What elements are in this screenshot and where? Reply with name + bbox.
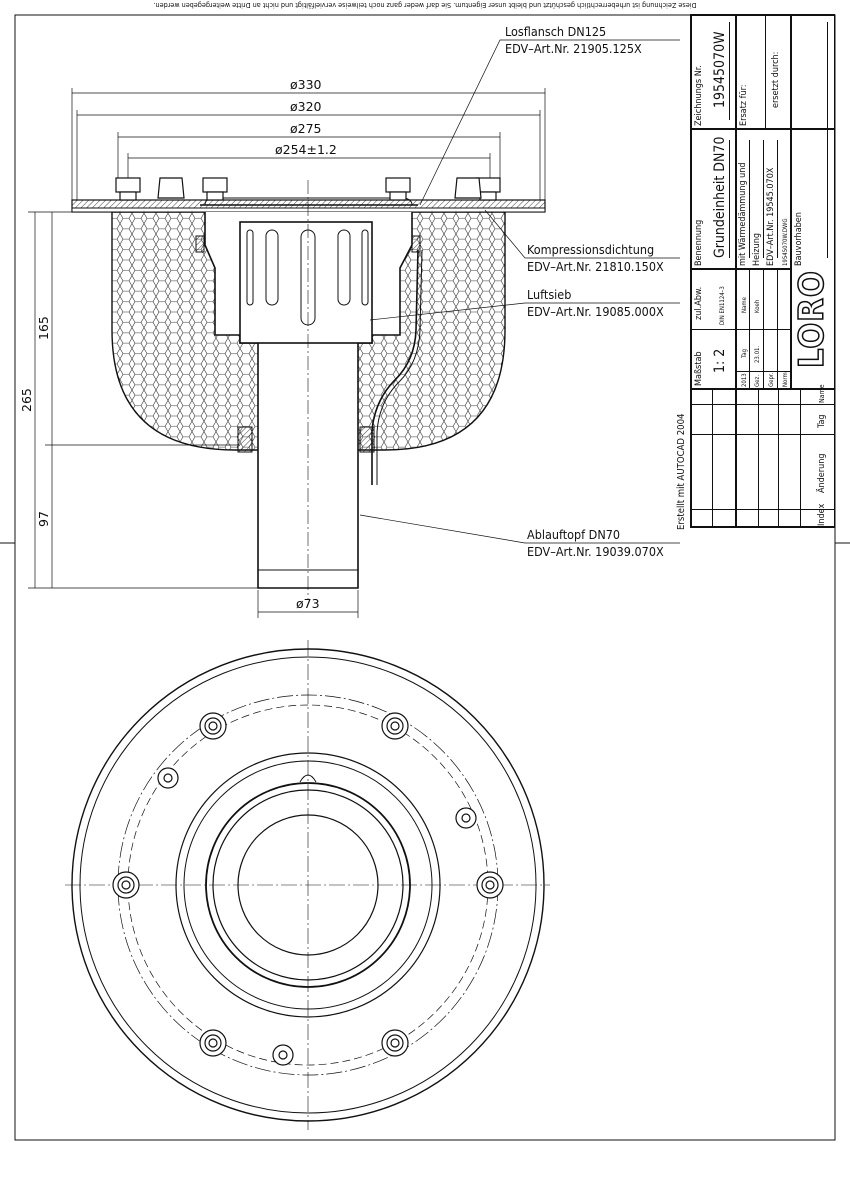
tag-column: Tag [741,348,748,358]
sheet-frame [14,14,836,1141]
dimension-lines [28,39,680,618]
norm-label: Norm. [782,370,789,387]
gez-label: Gez. [754,374,761,387]
dim-73: ø73 [296,596,320,611]
plan-view [65,640,550,1130]
gepr-label: Gepr. [768,372,775,387]
name-label: Name [818,384,826,403]
compression-seal [195,235,205,253]
bauvorhaben-label: Bauvorhaben [794,212,804,266]
drawing-number: 19545070W [712,31,728,108]
dim-265: 265 [19,388,34,412]
loro-logo: LORO [791,269,833,368]
massstab-label: Maßstab [694,351,704,386]
description-line2: Heizung [752,233,762,266]
drawing-number-label: Zeichnungs Nr. [694,65,704,126]
gez-name: Koeh [754,299,761,313]
heating-cable [371,249,419,485]
index-label: Index [817,503,827,526]
ersetzt-label: ersetzt durch: [771,51,781,108]
tag-label: Tag [817,414,827,428]
gez-date: 23.01. [754,345,761,363]
dim-254: ø254±1.2 [275,142,337,157]
zul-abw-value: DIN EN1124–3 [719,286,726,325]
description-file: 19545070W.DWG [782,218,789,266]
title-block: Index Änderung Tag Name Maßstab 1: 2 zul… [690,14,835,528]
benennung-value: Grundeinheit DN70 [712,136,728,258]
dim-330: ø330 [290,77,322,92]
dim-275: ø275 [290,121,322,136]
description-line1: mit Wärmedämmung und [738,162,748,266]
benennung-label: Benennung [694,219,704,266]
bolt-holes [112,712,504,1066]
aenderung-label: Änderung [817,453,827,493]
dim-97: 97 [36,511,51,527]
ersatz-label: Ersatz für: [739,84,749,127]
dim-165: 165 [36,316,51,340]
section-view [71,177,546,600]
description-article: EDV–Art.Nr. 19545.070X [766,167,776,266]
year: 2013 [741,373,748,387]
massstab-value: 1: 2 [712,348,728,373]
dim-320: ø320 [290,99,322,114]
name-column: Name [741,297,748,313]
zul-abw-label: zul.Abw. [694,286,704,320]
created-with-note: Erstellt mit AUTOCAD 2004 [676,413,687,530]
